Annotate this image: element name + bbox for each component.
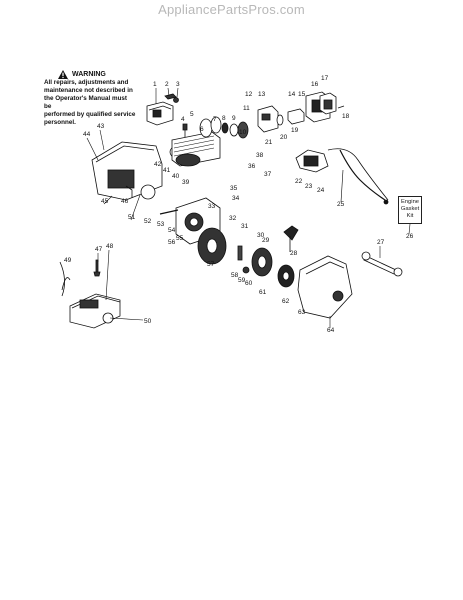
part-label-54[interactable]: 54 [168, 227, 176, 234]
part-label-11[interactable]: 11 [243, 105, 250, 112]
part-label-43[interactable]: 43 [97, 123, 105, 130]
kit-label-line: Engine [400, 199, 420, 205]
muffler-bolt[interactable] [93, 259, 101, 277]
muffler[interactable] [61, 277, 121, 329]
part-label-32[interactable]: 32 [229, 215, 237, 222]
part-label-10[interactable]: 10 [239, 129, 247, 136]
part-label-15[interactable]: 15 [298, 91, 306, 98]
part-label-17[interactable]: 17 [321, 75, 329, 82]
part-label-34[interactable]: 34 [232, 195, 240, 202]
part-label-53[interactable]: 53 [157, 221, 165, 228]
part-label-4[interactable]: 4 [181, 116, 185, 123]
part-label-12[interactable]: 12 [245, 91, 253, 98]
intake-gasket-set[interactable] [199, 116, 249, 139]
warning-line: personnel. [44, 119, 76, 126]
starter-pulley[interactable] [277, 264, 295, 288]
part-label-59[interactable]: 59 [238, 277, 246, 284]
engine-cylinder[interactable] [169, 131, 221, 167]
part-label-20[interactable]: 20 [280, 134, 288, 141]
part-label-41[interactable]: 41 [163, 167, 171, 174]
part-label-52[interactable]: 52 [144, 218, 152, 225]
warning-line: All repairs, adjustments and [44, 79, 129, 86]
part-label-14[interactable]: 14 [288, 91, 296, 98]
part-label-28[interactable]: 28 [290, 250, 298, 257]
part-label-47[interactable]: 47 [95, 246, 103, 253]
part-label-57[interactable]: 57 [207, 261, 215, 268]
carburetor[interactable] [257, 105, 305, 133]
air-box[interactable] [305, 91, 345, 123]
clutch-assembly[interactable] [237, 245, 273, 277]
part-label-46[interactable]: 46 [121, 198, 129, 205]
part-label-25[interactable]: 25 [337, 201, 345, 208]
part-label-13[interactable]: 13 [258, 91, 266, 98]
warning-line: performed by qualified service [44, 111, 136, 118]
warning-line: maintenance not described in [44, 87, 133, 94]
part-label-48[interactable]: 48 [106, 243, 114, 250]
spark-plug-wrench[interactable] [361, 251, 403, 277]
part-label-30[interactable]: 30 [257, 232, 265, 239]
part-label-36[interactable]: 36 [248, 163, 256, 170]
part-label-31[interactable]: 31 [241, 223, 249, 230]
part-label-39[interactable]: 39 [182, 179, 190, 186]
part-label-2[interactable]: 2 [165, 81, 169, 88]
part-label-6[interactable]: 6 [200, 126, 204, 133]
part-label-40[interactable]: 40 [172, 173, 180, 180]
part-label-64[interactable]: 64 [327, 327, 335, 334]
part-label-9[interactable]: 9 [232, 115, 236, 122]
air-filter-cover[interactable] [146, 101, 174, 126]
part-label-19[interactable]: 19 [291, 127, 299, 134]
part-label-58[interactable]: 58 [231, 272, 239, 279]
part-label-27[interactable]: 27 [377, 239, 385, 246]
part-label-35[interactable]: 35 [230, 185, 238, 192]
part-label-24[interactable]: 24 [317, 187, 325, 194]
part-label-49[interactable]: 49 [64, 257, 72, 264]
part-label-37[interactable]: 37 [264, 171, 272, 178]
part-label-62[interactable]: 62 [282, 298, 290, 305]
engine-gasket-kit-box[interactable]: Engine Gasket Kit [398, 196, 422, 224]
part-label-22[interactable]: 22 [295, 178, 303, 185]
part-label-16[interactable]: 16 [311, 81, 319, 88]
warning-notice: WARNING All repairs, adjustments and mai… [44, 70, 136, 127]
spark-plug-wire[interactable] [339, 149, 389, 205]
part-label-45[interactable]: 45 [101, 198, 109, 205]
starter-handle[interactable] [283, 225, 299, 252]
part-label-42[interactable]: 42 [154, 161, 162, 168]
kit-label-line: Kit [406, 213, 414, 219]
warning-line: the Operator's Manual must be [44, 95, 128, 110]
air-filter-element[interactable] [164, 93, 179, 103]
part-label-61[interactable]: 61 [259, 289, 267, 296]
site-watermark[interactable]: AppliancePartsPros.com [158, 2, 305, 17]
part-label-38[interactable]: 38 [256, 152, 264, 159]
muffler-spring[interactable] [59, 261, 65, 297]
part-label-18[interactable]: 18 [342, 113, 350, 120]
part-label-21[interactable]: 21 [265, 139, 273, 146]
warning-title: WARNING [72, 70, 106, 78]
part-label-5[interactable]: 5 [190, 111, 194, 118]
part-label-23[interactable]: 23 [305, 183, 313, 190]
part-label-33[interactable]: 33 [208, 203, 216, 210]
part-label-55[interactable]: 55 [176, 235, 184, 242]
warning-title-row: WARNING [44, 70, 136, 79]
part-label-63[interactable]: 63 [298, 309, 306, 316]
part-label-26[interactable]: 26 [406, 233, 414, 240]
part-label-50[interactable]: 50 [144, 318, 152, 325]
ignition-module[interactable] [295, 148, 389, 201]
part-label-8[interactable]: 8 [222, 115, 226, 122]
part-label-44[interactable]: 44 [83, 131, 91, 138]
warning-triangle-icon [58, 70, 68, 79]
flywheel[interactable] [197, 227, 227, 265]
part-label-3[interactable]: 3 [176, 81, 180, 88]
part-label-7[interactable]: 7 [213, 116, 217, 123]
part-label-1[interactable]: 1 [153, 81, 157, 88]
part-label-60[interactable]: 60 [245, 280, 253, 287]
o-ring[interactable] [140, 184, 156, 200]
part-label-29[interactable]: 29 [262, 237, 270, 244]
starter-housing[interactable] [297, 255, 353, 319]
kit-label-line: Gasket [400, 206, 420, 212]
part-label-56[interactable]: 56 [168, 239, 176, 246]
